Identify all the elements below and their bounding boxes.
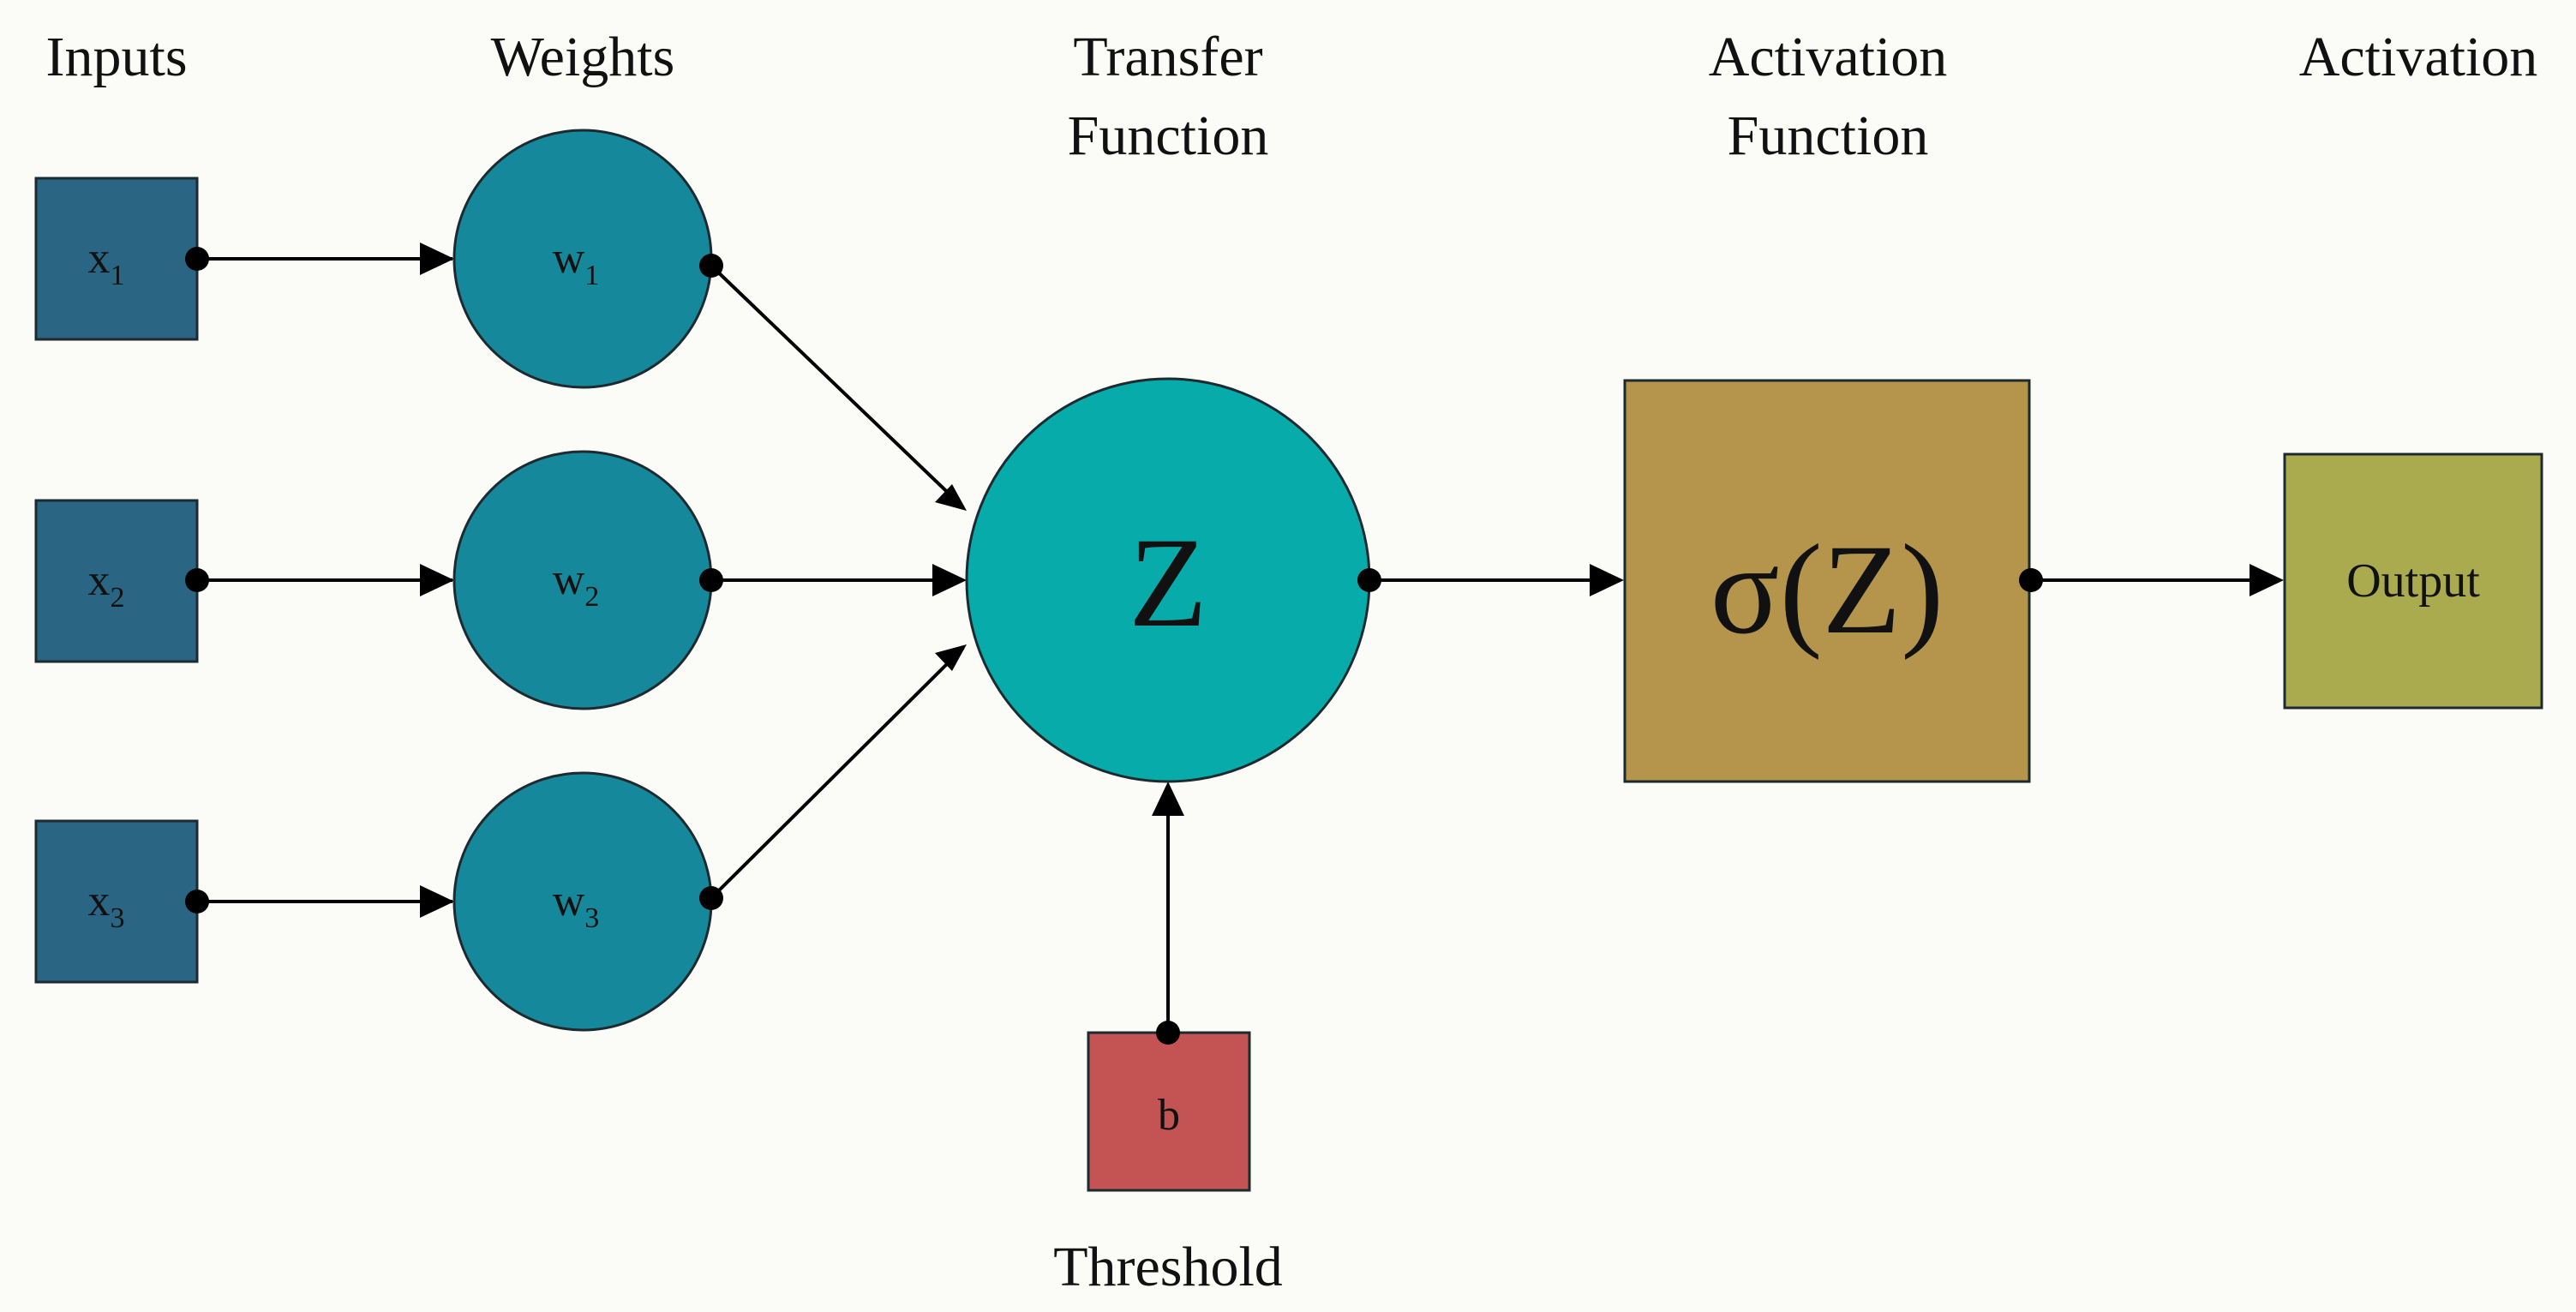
input-node-2: x2 (34, 499, 199, 663)
transfer-function-node: Z (965, 377, 1371, 783)
svg-text:x1: x1 (88, 234, 125, 291)
svg-text:σ(Z): σ(Z) (1710, 518, 1944, 661)
svg-text:x2: x2 (88, 556, 125, 614)
dot-z (1357, 568, 1381, 592)
dot-w3 (699, 886, 723, 910)
header-inputs: Inputs (46, 26, 188, 88)
input-node-1: x1 (34, 177, 199, 341)
input-node-3: x3 (34, 819, 199, 984)
edge-w3-z (710, 646, 965, 900)
header-activation-function-line2: Function (1728, 105, 1929, 167)
arrowhead-w2 (420, 564, 454, 596)
weight-node-2: w2 (452, 450, 713, 710)
edge-w1-z (710, 264, 965, 509)
output-node: Output (2283, 452, 2543, 710)
arrowhead-z-from-b (1152, 782, 1184, 816)
dot-b (1156, 1021, 1180, 1045)
arrowhead-w1 (420, 243, 454, 275)
bias-caption: Threshold (1053, 1236, 1283, 1298)
dot-x2 (185, 568, 209, 592)
header-transfer-line2: Function (1068, 105, 1269, 167)
arrowhead-z-from-w3 (935, 644, 967, 671)
svg-text:w1: w1 (553, 234, 600, 291)
dot-w1 (699, 254, 723, 278)
svg-text:Output: Output (2346, 554, 2480, 608)
arrowhead-w3 (420, 885, 454, 918)
weight-node-1: w1 (452, 129, 713, 389)
bias-node: b (1087, 1031, 1251, 1192)
header-weights: Weights (491, 26, 675, 88)
activation-function-node: σ(Z) (1623, 379, 2031, 783)
dot-x3 (185, 890, 209, 914)
svg-text:x3: x3 (88, 877, 125, 934)
dot-w2 (699, 568, 723, 592)
arrowhead-output (2250, 564, 2284, 596)
arrowheads (420, 243, 2284, 918)
svg-text:Z: Z (1129, 512, 1207, 654)
arrowhead-z-from-w2 (932, 564, 967, 596)
weight-node-3: w3 (452, 771, 713, 1032)
header-activation-function-line1: Activation (1709, 26, 1948, 88)
header-transfer-line1: Transfer (1073, 26, 1262, 88)
header-activation: Activation (2299, 26, 2538, 88)
arrowhead-z-from-w1 (935, 484, 967, 511)
svg-text:w3: w3 (553, 877, 600, 934)
svg-text:w2: w2 (553, 555, 600, 613)
dot-sigma (2019, 568, 2043, 592)
connection-dots (185, 247, 2043, 1045)
dot-x1 (185, 247, 209, 271)
connections (197, 257, 2279, 1033)
svg-text:b: b (1158, 1091, 1180, 1140)
arrowhead-sigma (1590, 564, 1624, 596)
